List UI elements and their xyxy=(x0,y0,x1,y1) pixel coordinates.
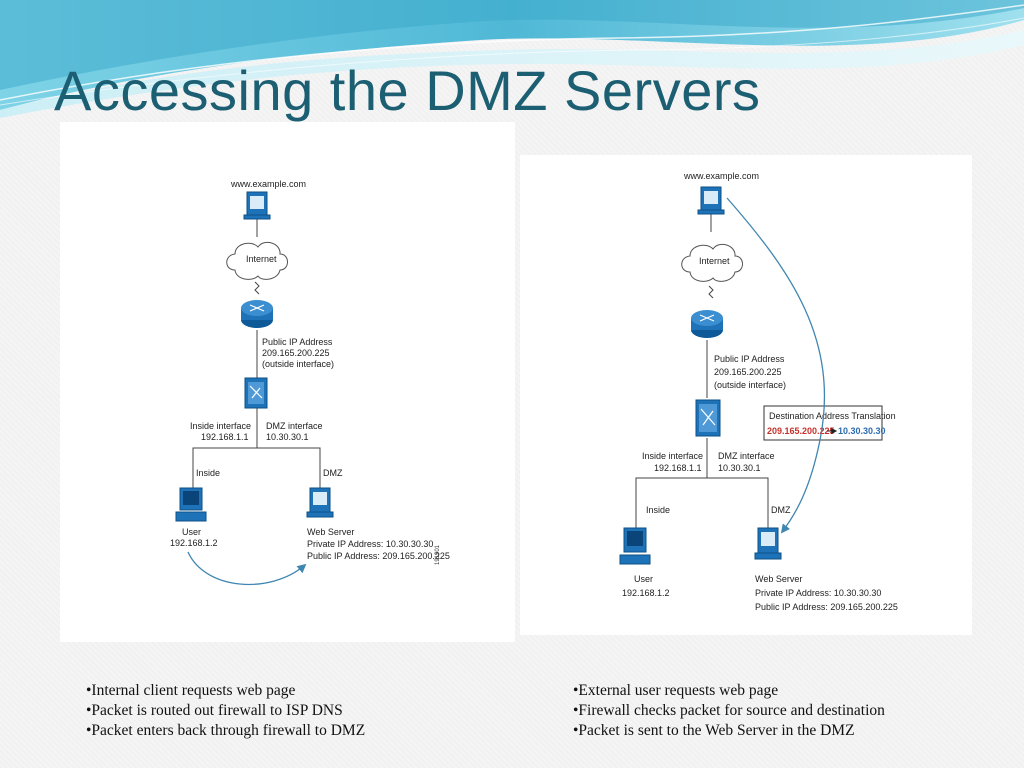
translation-to-address: 10.30.30.30 xyxy=(838,426,886,436)
label-website: www.example.com xyxy=(683,171,759,181)
destination-translation-box: Destination Address Translation 209.165.… xyxy=(763,405,896,441)
label-user-title: User xyxy=(634,574,653,584)
firewall-icon xyxy=(244,377,268,409)
firewall-icon xyxy=(695,399,721,437)
bullet-item: •External user requests web page xyxy=(573,682,779,699)
page-title: Accessing the DMZ Servers xyxy=(54,59,761,122)
web-server-icon xyxy=(306,487,334,518)
user-computer-icon xyxy=(619,527,651,565)
flow-arrow-external-to-webserver xyxy=(726,197,826,534)
label-public-ip-note: (outside interface) xyxy=(714,380,786,390)
bullet-item: •Packet is sent to the Web Server in the… xyxy=(573,722,855,739)
label-inside-interface-title: Inside interface xyxy=(642,451,703,461)
right-diagram-panel xyxy=(520,155,972,635)
label-inside-interface-ip: 192.168.1.1 xyxy=(201,432,249,442)
right-diagram: www.example.com Internet Public IP Addre… xyxy=(619,171,898,612)
label-public-ip-title: Public IP Address xyxy=(714,354,785,364)
bullet-list-left: •Internal client requests web page •Pack… xyxy=(86,681,365,741)
line-firewall-inside xyxy=(635,438,708,528)
label-user-ip: 192.168.1.2 xyxy=(622,588,670,598)
label-dmz-zone: DMZ xyxy=(771,505,791,515)
label-inside-zone: Inside xyxy=(646,505,670,515)
label-user-title: User xyxy=(182,527,201,537)
left-diagram: www.example.com Internet Public IP Addre… xyxy=(170,179,450,586)
label-public-ip-address: 209.165.200.225 xyxy=(714,367,782,377)
translation-title: Destination Address Translation xyxy=(769,411,896,421)
line-internet-router xyxy=(708,285,714,299)
web-server-icon xyxy=(754,527,782,560)
label-dmz-interface-title: DMZ interface xyxy=(266,421,323,431)
cloud-icon xyxy=(226,241,288,280)
label-public-ip-address: 209.165.200.225 xyxy=(262,348,330,358)
label-public-ip-note: (outside interface) xyxy=(262,359,334,369)
label-public-ip-title: Public IP Address xyxy=(262,337,333,347)
bullet-list-right: •External user requests web page •Firewa… xyxy=(573,681,885,741)
bullet-item: •Firewall checks packet for source and d… xyxy=(573,702,885,719)
bullet-item: •Packet is routed out firewall to ISP DN… xyxy=(86,702,343,719)
line-internet-router xyxy=(254,281,260,295)
line-firewall-dmz xyxy=(707,477,769,528)
label-webserver-private: Private IP Address: 10.30.30.30 xyxy=(307,539,433,549)
label-webserver-title: Web Server xyxy=(307,527,354,537)
user-computer-icon xyxy=(175,487,207,522)
bullet-item: •Packet enters back through firewall to … xyxy=(86,722,366,739)
left-diagram-panel xyxy=(60,122,515,642)
label-internet: Internet xyxy=(246,254,277,264)
router-icon xyxy=(241,300,273,328)
router-icon xyxy=(691,310,723,338)
label-dmz-interface-title: DMZ interface xyxy=(718,451,775,461)
label-webserver-private: Private IP Address: 10.30.30.30 xyxy=(755,588,881,598)
label-figure-id: 191901 xyxy=(435,544,441,565)
label-dmz-zone: DMZ xyxy=(323,468,343,478)
bullet-item: •Internal client requests web page xyxy=(86,682,296,699)
flow-arrow-user-to-webserver xyxy=(187,551,307,586)
label-dmz-interface-ip: 10.30.30.1 xyxy=(718,463,761,473)
translation-from-address: 209.165.200.225 xyxy=(767,426,835,436)
label-inside-interface-ip: 192.168.1.1 xyxy=(654,463,702,473)
label-webserver-public: Public IP Address: 209.165.200.225 xyxy=(307,551,450,561)
label-user-ip: 192.168.1.2 xyxy=(170,538,218,548)
header-wave-decoration xyxy=(0,0,1024,118)
label-website: www.example.com xyxy=(230,179,306,189)
cloud-icon xyxy=(681,243,743,282)
line-firewall-dmz xyxy=(257,447,321,488)
label-webserver-public: Public IP Address: 209.165.200.225 xyxy=(755,602,898,612)
server-icon xyxy=(697,186,725,215)
label-inside-interface-title: Inside interface xyxy=(190,421,251,431)
line-firewall-inside xyxy=(192,408,258,488)
server-icon xyxy=(243,191,271,220)
label-dmz-interface-ip: 10.30.30.1 xyxy=(266,432,309,442)
label-inside-zone: Inside xyxy=(196,468,220,478)
label-webserver-title: Web Server xyxy=(755,574,802,584)
label-internet: Internet xyxy=(699,256,730,266)
